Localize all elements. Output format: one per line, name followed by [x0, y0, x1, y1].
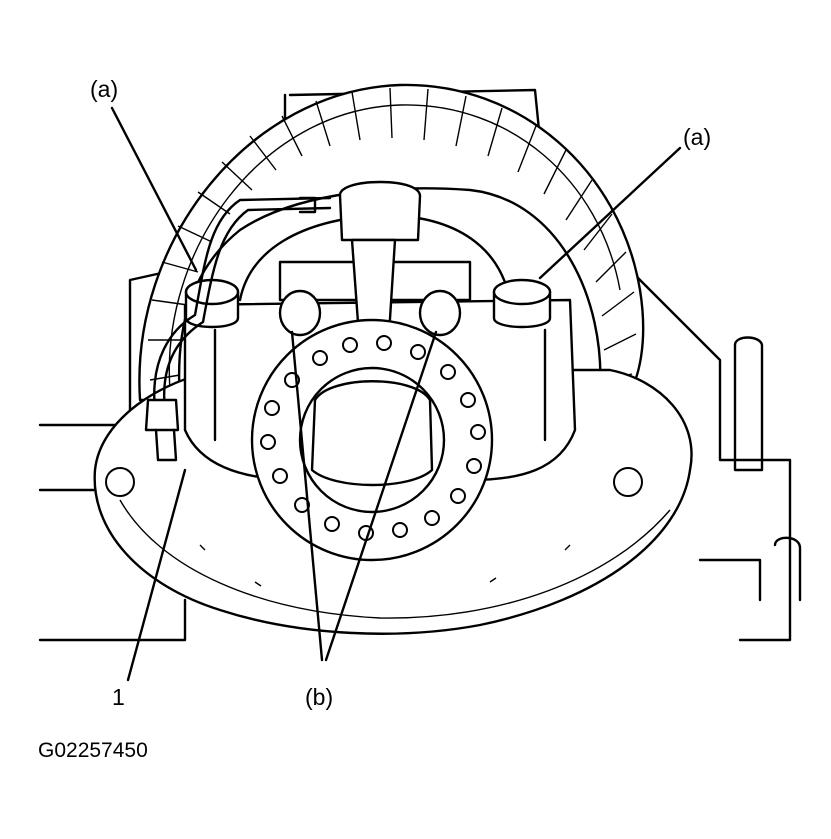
- callout-1: 1: [112, 684, 125, 710]
- figure-code: G02257450: [38, 739, 148, 762]
- lock-tube-1: [144, 196, 332, 462]
- leader-lines: [110, 106, 682, 682]
- lock-bolts-b: [278, 289, 462, 337]
- adjuster-plate: [250, 318, 494, 562]
- callout-a-left: (a): [90, 76, 119, 102]
- callout-a-right: (a): [683, 124, 712, 150]
- callout-b: (b): [305, 684, 334, 710]
